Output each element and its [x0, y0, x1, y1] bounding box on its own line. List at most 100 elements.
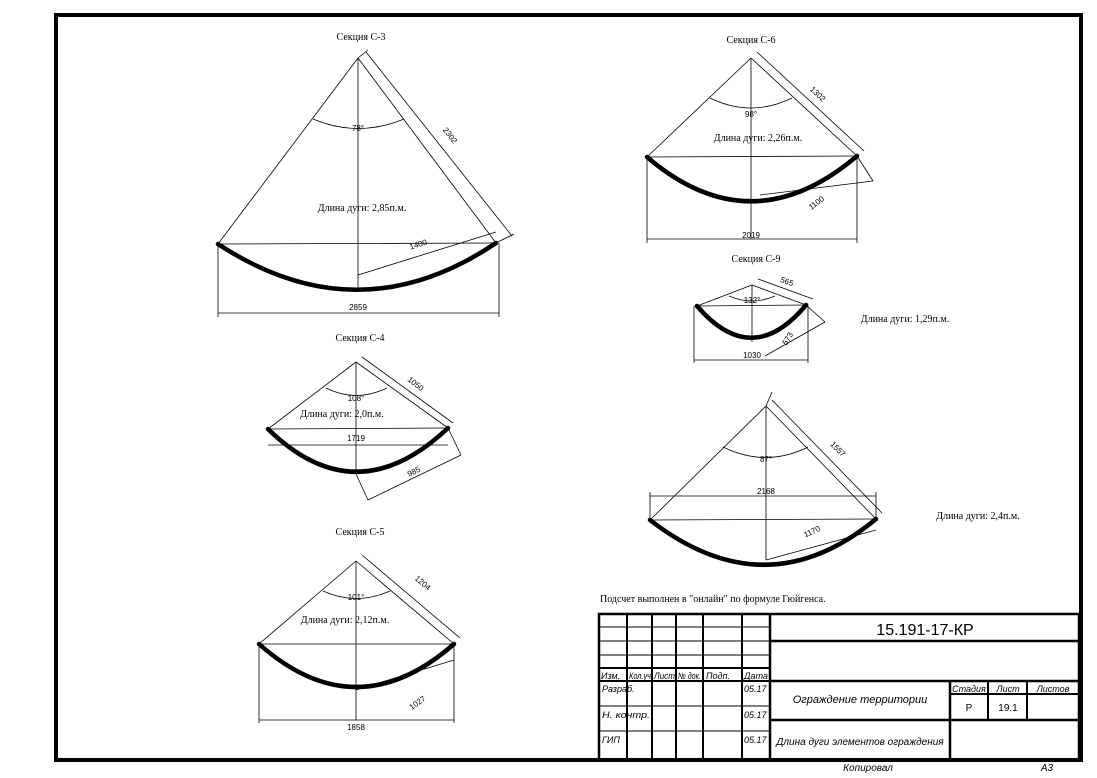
angle-label: 78° [352, 124, 364, 133]
section-c5: Секция С-5 101° 1204 1027 1858 Длина дуг… [256, 527, 461, 732]
arc-length-label: Длина дуги: 2,0п.м. [300, 409, 383, 420]
angle-arc [325, 387, 388, 396]
section-title: Секция С-6 [727, 35, 776, 46]
extension-line [357, 49, 369, 59]
arc-element [694, 302, 809, 340]
extension-line [765, 391, 773, 407]
radius-label: 565 [779, 275, 795, 288]
section-title: Секция С-5 [336, 527, 385, 538]
section-c3: Секция С-3 78° 2302 1400 2859 Длина дуги… [215, 32, 515, 317]
arc-length-label: Длина дуги: 2,4п.м. [936, 511, 1019, 522]
radius-line [765, 405, 877, 520]
half-chord-label: 985 [406, 465, 422, 479]
arc-element [256, 641, 457, 690]
radius-label: 1204 [413, 574, 433, 593]
arc-element [647, 516, 879, 567]
radius-dimension-line [361, 554, 461, 639]
radius-line [751, 284, 807, 306]
chord-line [696, 304, 807, 307]
format-label: А3 [1040, 763, 1054, 774]
half-chord-label: 1170 [802, 524, 822, 540]
half-chord-label: 573 [781, 330, 796, 347]
header-signature: Подп. [706, 671, 730, 681]
chord-label: 1030 [743, 351, 761, 360]
radius-line [646, 57, 752, 158]
angle-label: 98° [745, 110, 757, 119]
copied-label: Копировал [843, 763, 893, 774]
sheet-value: 19.1 [998, 703, 1018, 714]
radius-dimension-line [365, 51, 513, 237]
sheets-label: Листов [1036, 684, 1070, 694]
chord-label: 1719 [347, 434, 365, 443]
extension-line [856, 155, 874, 182]
section-c4: Секция С-4 108° 1050 985 1719 Длина дуги… [265, 333, 462, 501]
chord-label: 2168 [757, 487, 775, 496]
sheet-label: Лист [995, 684, 1020, 694]
radius-dimension-line [771, 399, 883, 514]
sheet-frame [54, 13, 1083, 762]
row-role-gip: ГИП [602, 735, 620, 745]
arc-length-label: Длина дуги: 2,12п.м. [301, 615, 389, 626]
half-chord-dimension-line [764, 321, 826, 357]
row-date-gip: 05.17 [744, 735, 768, 745]
arc-length-label: Длина дуги: 2,26п.м. [714, 133, 802, 144]
row-date-norm-control: 05.17 [744, 710, 768, 720]
radius-label: 2302 [441, 126, 459, 146]
half-chord-label: 1100 [807, 194, 827, 212]
radius-label: 1302 [808, 85, 828, 104]
radius-line [355, 361, 449, 429]
calculation-note: Подсчет выполнен в "онлайн" по формуле Г… [600, 594, 826, 605]
arc-element [644, 153, 860, 204]
radius-label: 1557 [828, 440, 847, 459]
chord-label: 2859 [349, 303, 367, 312]
extension-line [447, 427, 462, 456]
angle-label: 108° [348, 394, 365, 403]
angle-label: 101° [348, 593, 365, 602]
radius-dimension-line [756, 51, 865, 152]
row-role-norm-control: Н. контр. [602, 710, 650, 720]
section-title: Секция С-3 [337, 32, 386, 43]
section-c9: Секция С-9 132° 565 573 1030 Длина дуги:… [693, 254, 949, 363]
arc-element [265, 425, 451, 474]
half-chord-dimension-line [759, 180, 874, 196]
row-date-developer: 05.17 [744, 684, 768, 694]
radius-line [649, 405, 767, 521]
angle-arc [709, 97, 793, 109]
radius-line [258, 560, 357, 645]
radius-line [355, 560, 455, 645]
arc-length-label: Длина дуги: 2,85п.м. [318, 203, 406, 214]
radius-line [696, 284, 753, 307]
radius-dimension-line [757, 278, 814, 300]
document-code: 15.191-17-КР [876, 622, 973, 639]
header-kol-uch: Кол.уч [629, 671, 651, 681]
extension-line [495, 233, 515, 244]
half-chord-label: 1027 [408, 694, 428, 712]
section-c6: Секция С-6 98° 1302 1100 2019 Длина дуги… [644, 35, 874, 243]
angle-arc [312, 118, 405, 129]
radius-line [217, 57, 359, 245]
chord-line [649, 518, 877, 521]
title-block-frame [597, 612, 1081, 762]
chord-label: 1858 [347, 723, 365, 732]
half-chord-dimension-line [357, 231, 497, 276]
header-izm: Изм. [601, 671, 620, 681]
chord-line [217, 242, 497, 245]
title-block: 15.191-17-КР Изм. Кол.уч Лист № док. Под… [597, 612, 1081, 774]
section-c10: 87° 1557 1170 2168 Длина дуги: 2,4п.м. [647, 391, 1020, 567]
object-name: Ограждение территории [793, 694, 927, 706]
section-title: Секция С-4 [336, 333, 385, 344]
angle-label: 132° [744, 296, 761, 305]
header-doc-number: № док. [678, 671, 701, 681]
row-role-developer: Разраб. [602, 684, 635, 694]
header-date: Дата [743, 671, 768, 681]
chord-label: 2019 [742, 231, 760, 240]
radius-dimension-line [361, 356, 454, 424]
extension-line [355, 473, 369, 501]
chord-line [646, 155, 858, 158]
angle-arc [322, 590, 391, 599]
half-chord-dimension-line [367, 454, 462, 501]
header-list: Лист [653, 671, 675, 681]
radius-line [750, 57, 858, 157]
angle-arc [722, 446, 809, 458]
sheet-title: Длина дуги элементов ограждения [775, 737, 944, 748]
